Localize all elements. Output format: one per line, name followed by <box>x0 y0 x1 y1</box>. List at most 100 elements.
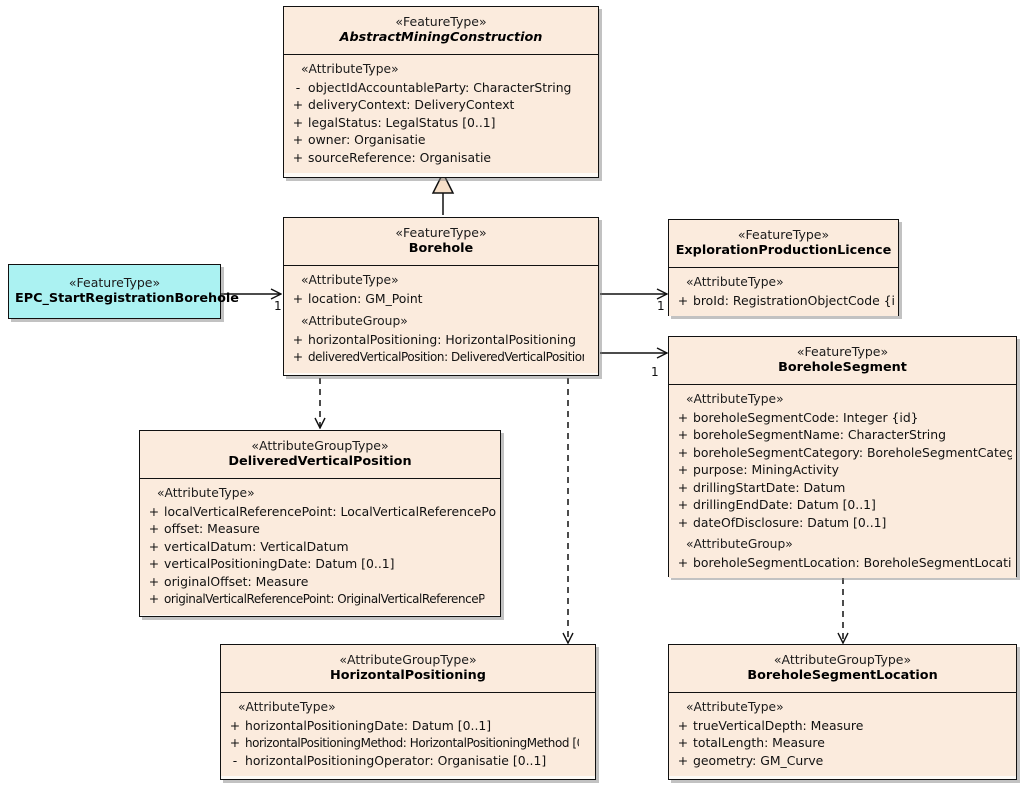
attribute-row: + purpose: MiningActivity <box>673 461 1012 479</box>
visibility-marker: + <box>677 717 689 733</box>
class-header-horizontalpositioning: «AttributeGroupType» HorizontalPositioni… <box>221 645 595 693</box>
attribute-signature: owner: Organisatie <box>308 132 426 147</box>
stereotype-label: «AttributeGroupType» <box>339 652 477 667</box>
attribute-row: + horizontalPositioningMethod: Horizonta… <box>225 734 591 752</box>
attribute-signature: verticalPositioningDate: Datum [0..1] <box>164 556 395 571</box>
visibility-marker: + <box>677 497 689 512</box>
class-header-boreholesegment: «FeatureType» BoreholeSegment <box>669 337 1016 385</box>
attribute-signature: horizontalPositioning: HorizontalPositio… <box>308 331 576 347</box>
class-boreholesegmentlocation[interactable]: «AttributeGroupType» BoreholeSegmentLoca… <box>668 644 1017 780</box>
class-abstractminingconstruction[interactable]: «FeatureType» AbstractMiningConstruction… <box>283 6 599 178</box>
visibility-marker: + <box>677 479 689 495</box>
class-name-label: Borehole <box>408 241 474 256</box>
visibility-marker: + <box>677 444 689 460</box>
visibility-marker: - <box>232 752 238 768</box>
class-name-label: BoreholeSegmentLocation <box>747 668 938 683</box>
attribute-signature: verticalDatum: VerticalDatum <box>164 538 349 554</box>
attribute-row: + drillingStartDate: Datum <box>673 479 1012 497</box>
attribute-group-label: «AttributeGroup» <box>301 314 408 328</box>
visibility-marker: + <box>148 556 160 571</box>
attribute-row: + totalLength: Measure <box>673 734 1012 752</box>
visibility-marker: + <box>677 409 689 425</box>
visibility-marker: + <box>292 290 304 306</box>
stereotype-label: «AttributeGroupType» <box>773 652 912 667</box>
connector-generalization-borehole-to-abstractminingconstruction <box>431 171 455 215</box>
visibility-marker: + <box>677 514 689 530</box>
attribute-row: + geometry: GM_Curve <box>673 752 1012 770</box>
class-horizontalpositioning[interactable]: «AttributeGroupType» HorizontalPositioni… <box>220 644 596 780</box>
attribute-group-label: «AttributeType» <box>238 700 336 714</box>
attribute-signature: boreholeSegmentCategory: BoreholeSegment… <box>693 444 1012 460</box>
attribute-row: + boreholeSegmentCode: Integer {id} <box>673 409 1012 427</box>
attribute-signature: broId: RegistrationObjectCode {id} <box>693 292 894 308</box>
visibility-marker: + <box>677 427 689 442</box>
visibility-marker: + <box>148 591 160 606</box>
attribute-row: + legalStatus: LegalStatus [0..1] <box>288 114 594 132</box>
stereotype-label: «FeatureType» <box>68 275 161 290</box>
visibility-marker: + <box>677 554 689 570</box>
attribute-row: + boreholeSegmentLocation: BoreholeSegme… <box>673 554 1012 572</box>
visibility-marker: + <box>677 292 689 308</box>
stereotype-label: «AttributeGroupType» <box>251 438 389 453</box>
multiplicity-label-borehole-boreholesegment: 1 <box>651 365 659 379</box>
class-deliveredverticalposition[interactable]: «AttributeGroupType» DeliveredVerticalPo… <box>139 430 501 617</box>
attribute-row: - horizontalPositioningOperator: Organis… <box>225 752 591 770</box>
attribute-row: + boreholeSegmentCategory: BoreholeSegme… <box>673 444 1012 462</box>
attribute-signature: drillingStartDate: Datum <box>693 479 846 495</box>
class-body-deliveredverticalposition: «AttributeType» + localVerticalReference… <box>140 479 500 615</box>
attribute-row: + location: GM_Point <box>288 290 594 308</box>
attribute-signature: localVerticalReferencePoint: LocalVertic… <box>164 503 496 519</box>
attribute-signature: purpose: MiningActivity <box>693 462 839 477</box>
attribute-signature: drillingEndDate: Datum [0..1] <box>693 497 876 512</box>
attribute-group-label: «AttributeType» <box>686 700 784 714</box>
attribute-row: + verticalDatum: VerticalDatum <box>144 538 496 556</box>
multiplicity-label-epc-borehole: 1 <box>274 299 282 313</box>
attribute-signature: deliveryContext: DeliveryContext <box>308 97 515 112</box>
attribute-signature: horizontalPositioningMethod: HorizontalP… <box>245 735 579 750</box>
visibility-marker: + <box>229 717 241 733</box>
attribute-signature: objectIdAccountableParty: CharacterStrin… <box>308 79 572 95</box>
visibility-marker: + <box>292 97 304 112</box>
attribute-signature: totalLength: Measure <box>693 735 825 750</box>
class-body-abstractminingconstruction: «AttributeType» - objectIdAccountablePar… <box>284 55 598 173</box>
attribute-row: + owner: Organisatie <box>288 131 594 149</box>
attribute-group-label: «AttributeGroup» <box>686 537 793 551</box>
class-boreholesegment[interactable]: «FeatureType» BoreholeSegment «Attribute… <box>668 336 1017 578</box>
stereotype-label: «FeatureType» <box>737 227 830 242</box>
class-body-boreholesegmentlocation: «AttributeType» + trueVerticalDepth: Mea… <box>669 693 1016 776</box>
attribute-row: + horizontalPositioningDate: Datum [0..1… <box>225 717 591 735</box>
attribute-row: + deliveredVerticalPosition: DeliveredVe… <box>288 348 594 366</box>
visibility-marker: + <box>292 114 304 130</box>
class-explorationproductionlicence[interactable]: «FeatureType» ExplorationProductionLicen… <box>668 219 899 316</box>
class-borehole[interactable]: «FeatureType» Borehole «AttributeType» +… <box>283 217 599 376</box>
attribute-row: + originalVerticalReferencePoint: Origin… <box>144 590 496 608</box>
attribute-signature: horizontalPositioningDate: Datum [0..1] <box>245 717 492 733</box>
attribute-row: + broId: RegistrationObjectCode {id} <box>673 292 894 310</box>
class-epc-startregistrationborehole[interactable]: «FeatureType» EPC_StartRegistrationBoreh… <box>8 264 239 319</box>
attribute-signature: sourceReference: Organisatie <box>308 149 492 165</box>
attribute-row: + deliveryContext: DeliveryContext <box>288 96 594 114</box>
attribute-group-label: «AttributeType» <box>686 275 784 289</box>
class-header-epc-startregistrationborehole: «FeatureType» EPC_StartRegistrationBoreh… <box>9 265 239 318</box>
class-name-label: DeliveredVerticalPosition <box>228 454 412 469</box>
class-body-explorationproductionlicence: «AttributeType» + broId: RegistrationObj… <box>669 268 898 316</box>
attribute-signature: geometry: GM_Curve <box>693 752 824 768</box>
attribute-signature: horizontalPositioningOperator: Organisat… <box>245 752 547 768</box>
attribute-group-label: «AttributeType» <box>157 486 255 500</box>
visibility-marker: + <box>292 149 304 165</box>
attribute-group-label: «AttributeType» <box>301 62 399 76</box>
attribute-signature: originalVerticalReferencePoint: Original… <box>164 591 485 606</box>
attribute-signature: dateOfDisclosure: Datum [0..1] <box>693 514 887 530</box>
class-name-label: ExplorationProductionLicence <box>675 243 892 258</box>
attribute-signature: location: GM_Point <box>308 290 423 306</box>
visibility-marker: + <box>148 521 160 536</box>
visibility-marker: + <box>148 503 160 519</box>
class-name-label: BoreholeSegment <box>778 360 907 375</box>
attribute-signature: boreholeSegmentLocation: BoreholeSegment… <box>693 554 1012 570</box>
class-name-label: AbstractMiningConstruction <box>339 30 543 45</box>
attribute-signature: deliveredVerticalPosition: DeliveredVert… <box>308 349 584 364</box>
visibility-marker: + <box>229 735 241 750</box>
class-header-borehole: «FeatureType» Borehole <box>284 218 598 266</box>
attribute-signature: boreholeSegmentCode: Integer {id} <box>693 409 919 425</box>
visibility-marker: + <box>292 331 304 347</box>
